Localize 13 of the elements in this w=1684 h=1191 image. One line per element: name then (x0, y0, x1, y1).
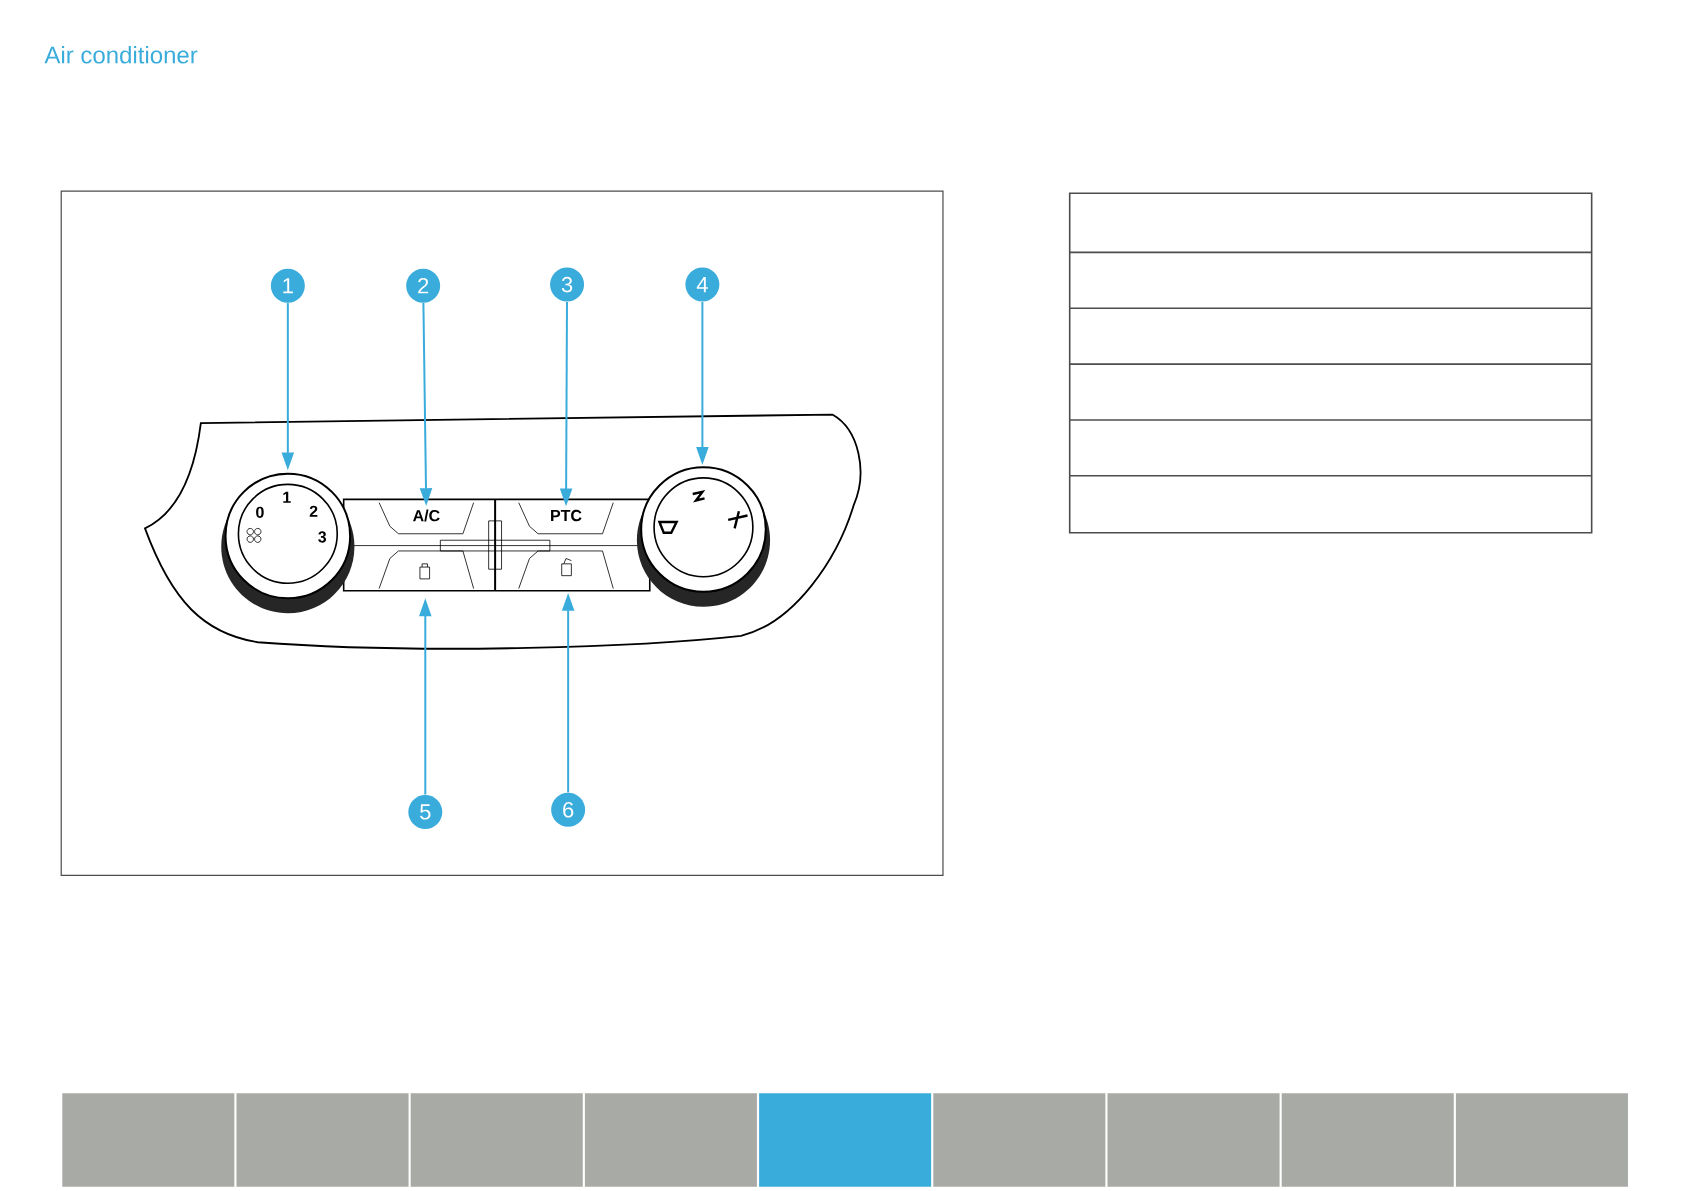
page-title: Air conditioner (44, 45, 198, 64)
callout-number: 4 (685, 267, 720, 302)
callout-number: 5 (408, 794, 443, 829)
dial-number: 0 (256, 506, 264, 518)
button-label: PTC (551, 509, 582, 522)
callout-number: 3 (550, 267, 585, 302)
callout-number: 1 (270, 268, 305, 303)
callout-number: 2 (406, 268, 441, 303)
dial-number: 1 (283, 491, 291, 503)
button-label: A/C (413, 509, 440, 522)
callout-number: 6 (551, 792, 586, 827)
dial-number: 2 (309, 505, 318, 517)
dial-number: 3 (318, 531, 327, 543)
